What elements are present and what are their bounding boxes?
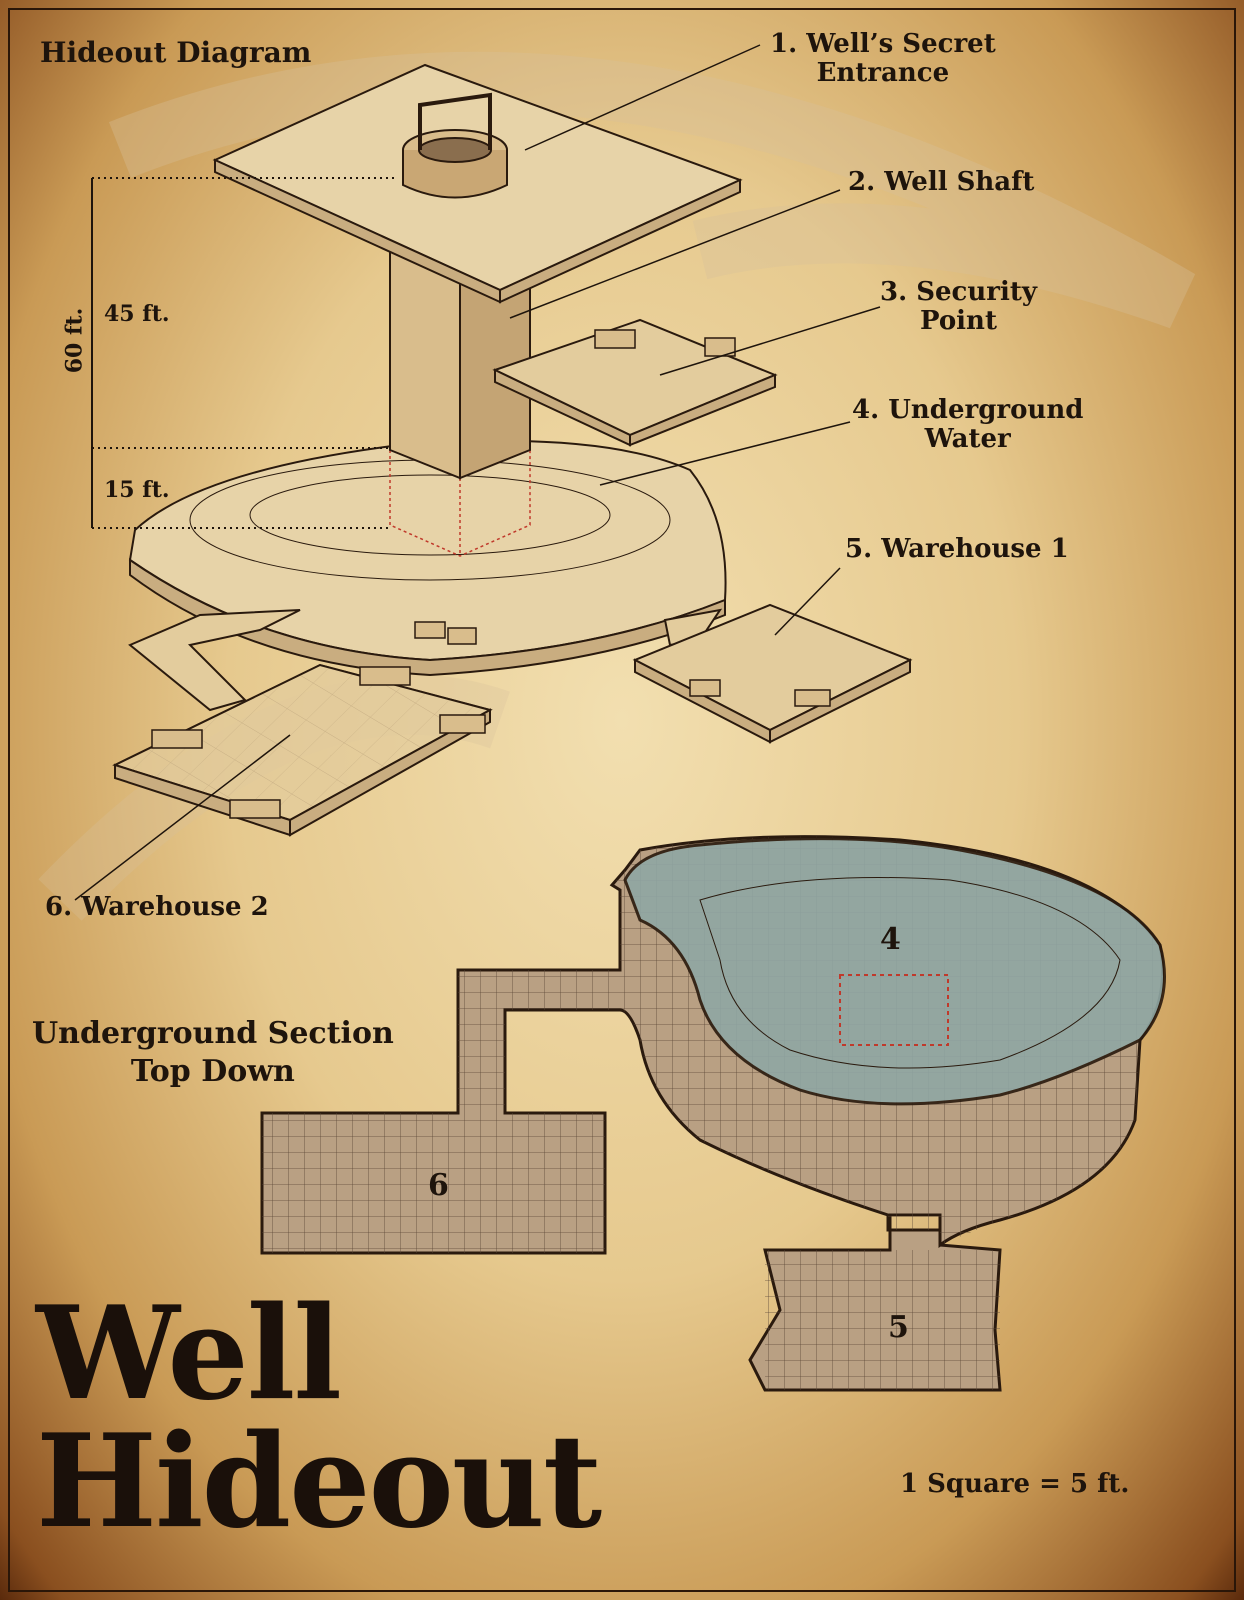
map-title-line: Hideout — [36, 1407, 602, 1557]
map-title-line: Well — [36, 1279, 342, 1429]
section-title-line: Top Down — [130, 1054, 295, 1089]
room-number-6: 6 — [428, 1168, 449, 1203]
well-shaft-iso — [389, 248, 461, 480]
shaft-marker — [839, 974, 949, 1046]
top-down-map — [260, 835, 1166, 1392]
label-warehouse-1: 5. Warehouse 1 — [845, 534, 1069, 564]
water-pool — [623, 837, 1166, 1106]
leader-lines — [74, 44, 881, 901]
label-line: 4. Underground — [852, 395, 1084, 425]
dimension-upper: 45 ft. — [104, 301, 170, 327]
label-line: Point — [919, 306, 997, 336]
label-warehouse-2: 6. Warehouse 2 — [45, 892, 269, 922]
label-security-point: 3. Security Point — [880, 278, 1037, 336]
label-line: Water — [924, 424, 1011, 454]
section-title: Underground Section Top Down — [32, 1015, 394, 1091]
label-line: Entrance — [816, 58, 950, 88]
room-number-5: 5 — [888, 1310, 909, 1345]
map-title: Well Hideout — [36, 1279, 602, 1557]
label-underground-water: 4. Underground Water — [852, 396, 1083, 454]
diagram-title: Hideout Diagram — [40, 36, 312, 69]
dimension-total: 60 ft. — [61, 307, 88, 374]
room-number-4: 4 — [880, 922, 901, 957]
label-line: 3. Security — [880, 277, 1037, 307]
height-dimension — [91, 177, 395, 529]
label-line: 1. Well’s Secret — [770, 29, 996, 59]
dimension-lower: 15 ft. — [104, 477, 170, 503]
label-well-shaft: 2. Well Shaft — [848, 167, 1035, 197]
isometric-view — [112, 63, 913, 837]
well-icon — [402, 92, 508, 199]
scale-note: 1 Square = 5 ft. — [900, 1469, 1130, 1499]
label-well-entrance: 1. Well’s Secret Entrance — [770, 30, 996, 88]
section-title-line: Underground Section — [32, 1016, 394, 1051]
